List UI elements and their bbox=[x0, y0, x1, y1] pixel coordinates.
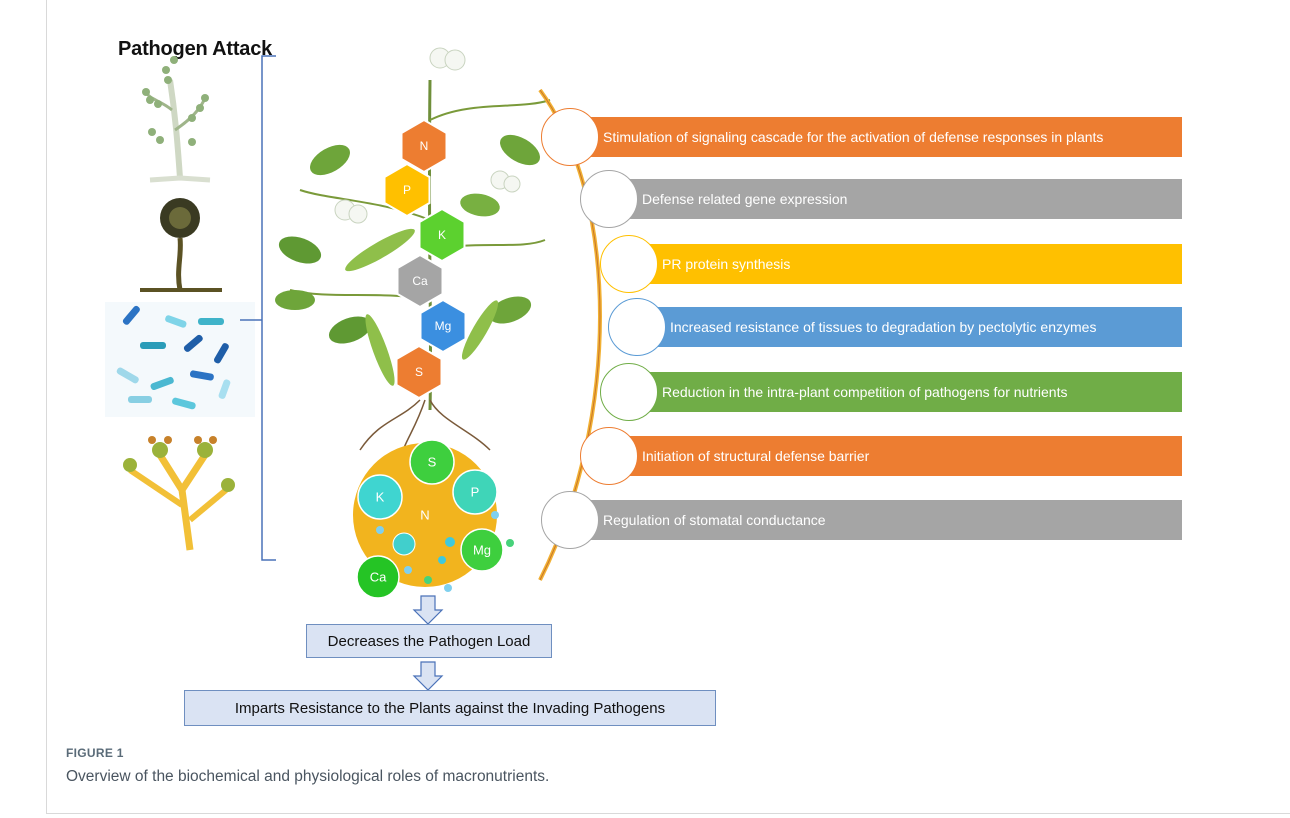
role-text: Regulation of stomatal conductance bbox=[603, 512, 826, 528]
figure-label: FIGURE 1 bbox=[66, 746, 124, 760]
soil-ball-label: S bbox=[428, 454, 437, 469]
role-circle bbox=[600, 363, 658, 421]
bacteria-icon bbox=[105, 302, 255, 417]
fungus-conidiophore-icon bbox=[142, 56, 211, 183]
hexagon-label: N bbox=[420, 139, 429, 153]
role-bar: Regulation of stomatal conductance bbox=[568, 500, 1182, 540]
role-text: Stimulation of signaling cascade for the… bbox=[603, 129, 1104, 145]
soil-ball-mg bbox=[460, 528, 504, 572]
role-text: Reduction in the intra-plant competition… bbox=[662, 384, 1068, 400]
role-text: PR protein synthesis bbox=[662, 256, 791, 272]
soil-ball-p bbox=[452, 469, 498, 515]
role-bar: Reduction in the intra-plant competition… bbox=[628, 372, 1182, 412]
outcome-box-2: Imparts Resistance to the Plants against… bbox=[184, 690, 716, 726]
role-bar: Increased resistance of tissues to degra… bbox=[636, 307, 1182, 347]
hexagon-s bbox=[395, 344, 443, 400]
figure-border bbox=[46, 0, 1290, 814]
down-arrow-icon bbox=[412, 595, 444, 625]
bracket bbox=[240, 55, 276, 561]
role-circle bbox=[580, 170, 638, 228]
diagram-title: Pathogen Attack bbox=[118, 38, 273, 60]
role-bar: Stimulation of signaling cascade for the… bbox=[568, 117, 1182, 157]
soil-ball-label: Mg bbox=[473, 542, 491, 557]
hexagon-label: Ca bbox=[412, 274, 428, 288]
soil-ball-ca bbox=[356, 555, 400, 599]
plant-icon bbox=[275, 47, 551, 461]
down-arrow-icon-2 bbox=[412, 661, 444, 691]
hexagon-p bbox=[383, 162, 431, 218]
hexagon-label: S bbox=[415, 365, 423, 379]
soil-ball-s bbox=[409, 439, 455, 485]
role-circle bbox=[608, 298, 666, 356]
soil-ball-k bbox=[357, 474, 403, 520]
role-circle bbox=[580, 427, 638, 485]
outcome-box-1: Decreases the Pathogen Load bbox=[306, 624, 552, 658]
soil-ball-label: K bbox=[376, 489, 385, 504]
soil-ball-label: P bbox=[471, 484, 480, 499]
penicillium-icon bbox=[123, 436, 235, 551]
aspergillus-icon bbox=[140, 198, 222, 292]
role-text: Defense related gene expression bbox=[642, 191, 848, 207]
hexagon-k bbox=[418, 207, 466, 263]
soil-ball-label: Ca bbox=[370, 569, 387, 584]
hexagon-ca bbox=[396, 253, 444, 309]
role-bar: Defense related gene expression bbox=[608, 179, 1182, 219]
role-bar: PR protein synthesis bbox=[628, 244, 1182, 284]
role-circle bbox=[541, 491, 599, 549]
role-bar: Initiation of structural defense barrier bbox=[608, 436, 1182, 476]
figure-caption: Overview of the biochemical and physiolo… bbox=[66, 768, 550, 785]
hexagon-label: K bbox=[438, 228, 446, 242]
role-circle bbox=[600, 235, 658, 293]
hexagon-label: Mg bbox=[435, 319, 452, 333]
hexagon-n bbox=[400, 118, 448, 174]
role-text: Increased resistance of tissues to degra… bbox=[670, 319, 1097, 335]
role-circle bbox=[541, 108, 599, 166]
hexagon-label: P bbox=[403, 183, 411, 197]
hexagon-mg bbox=[419, 298, 467, 354]
role-text: Initiation of structural defense barrier bbox=[642, 448, 870, 464]
soil-center-label: N bbox=[420, 507, 429, 522]
